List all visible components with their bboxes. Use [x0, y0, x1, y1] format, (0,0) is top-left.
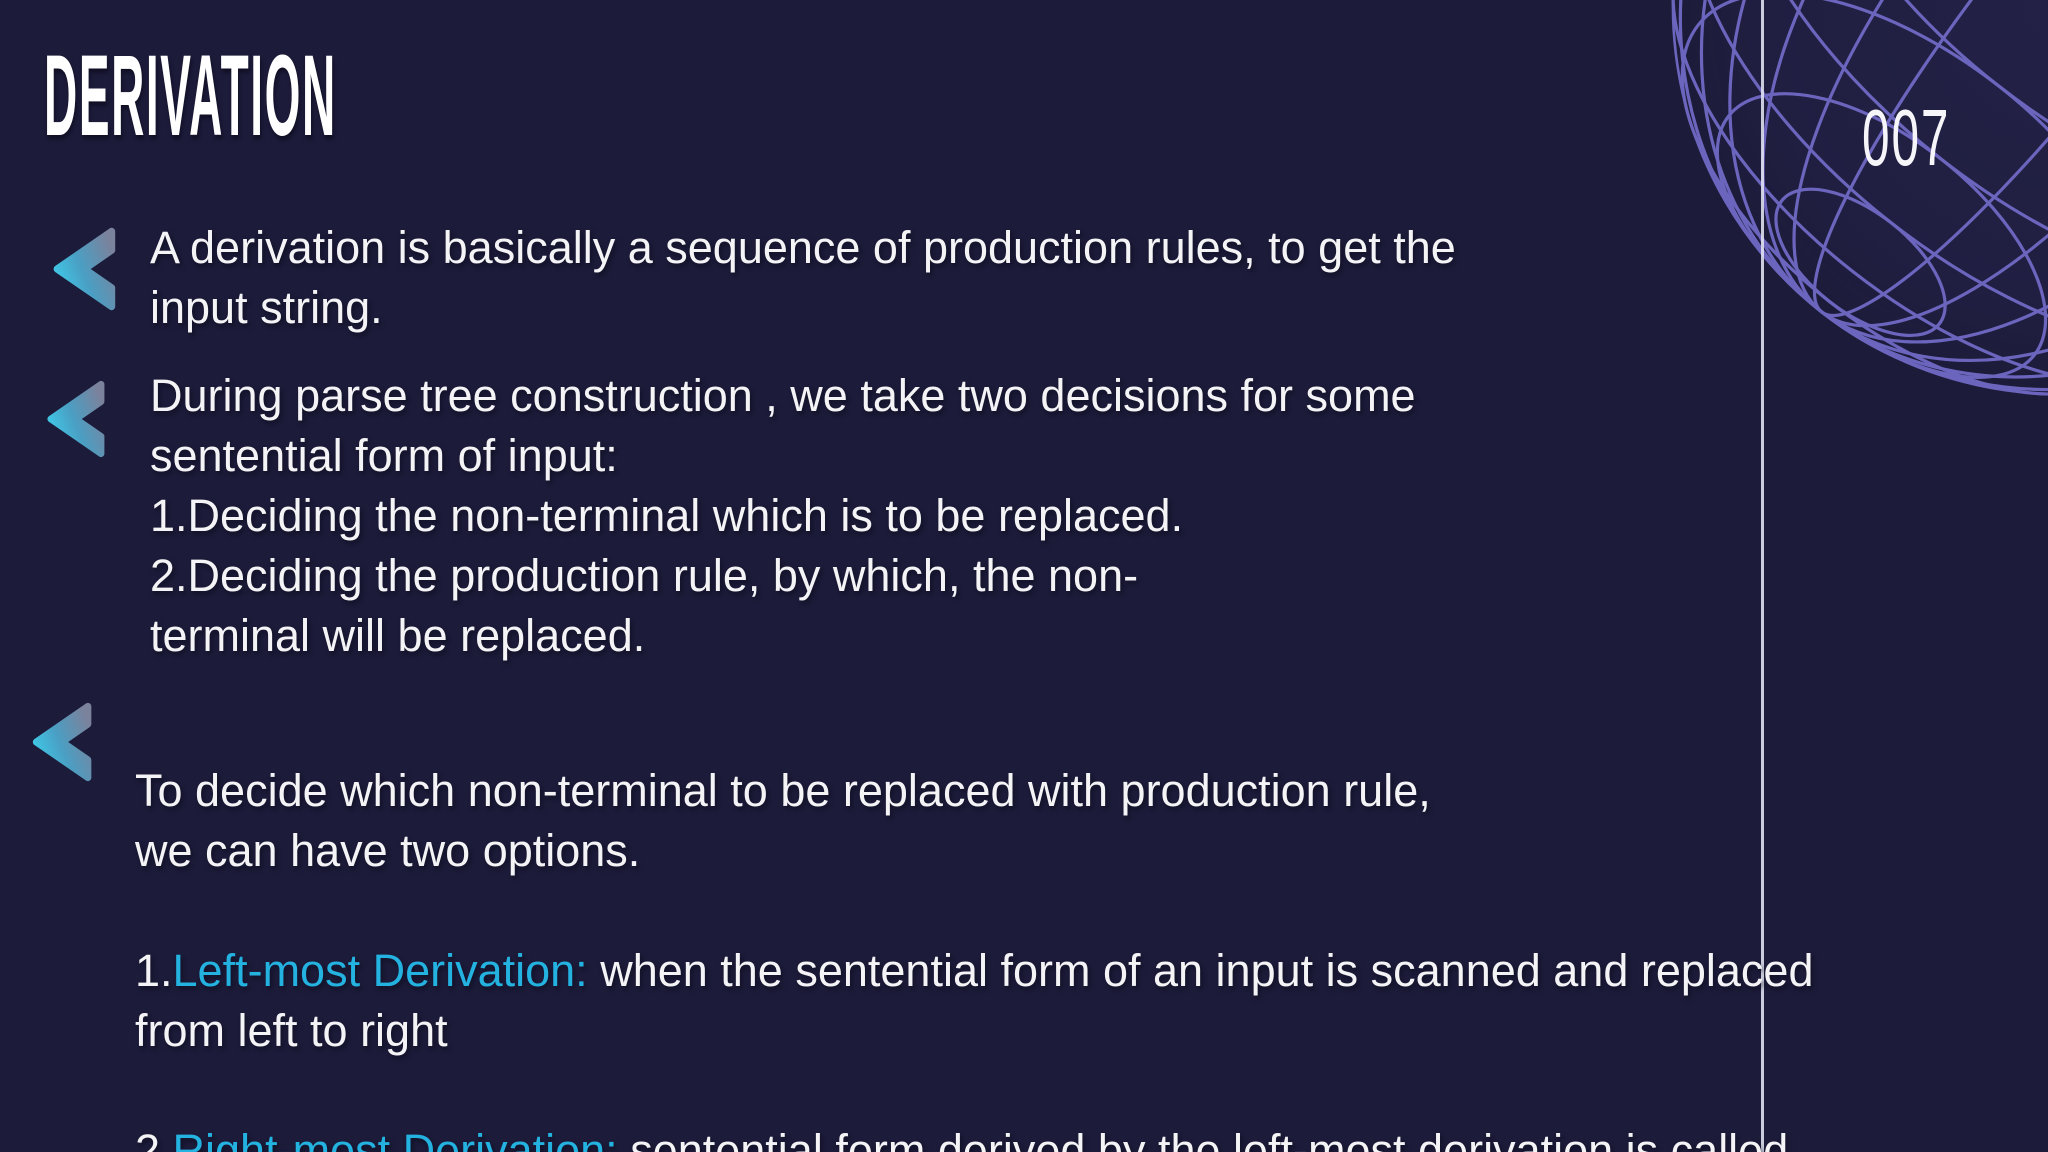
bullet-2-text: During parse tree construction , we take…: [150, 370, 1416, 661]
wireframe-globe-icon: [1671, 0, 2048, 396]
accent-term-rightmost: Right-most Derivation:: [172, 1125, 618, 1152]
bullet-3-item-1: 1.Left-most Derivation: when the sentent…: [135, 941, 1935, 1061]
bullet-3-item-2: 2.Right-most Derivation: sentential form…: [135, 1121, 1935, 1152]
bullet-3-text: To decide which non-terminal to be repla…: [135, 701, 1935, 1152]
chevron-left-icon: [32, 702, 92, 782]
page-title: DERIVATION: [44, 32, 337, 160]
chevron-left-icon: [47, 380, 105, 458]
chevron-left-icon: [53, 227, 116, 311]
item-text: when the sentential form of an input is …: [135, 945, 1814, 1056]
item-number: 1.: [135, 945, 173, 996]
bullet-1-text: A derivation is basically a sequence of …: [150, 222, 1456, 333]
accent-term-leftmost: Left-most Derivation:: [172, 945, 588, 996]
page-number: 007: [1862, 93, 1951, 182]
bullet-3-intro: To decide which non-terminal to be repla…: [135, 765, 1431, 876]
vertical-divider-line: [1761, 0, 1764, 1152]
item-number: 2.: [135, 1125, 173, 1152]
item-text: sentential form derived by the left-most…: [630, 1125, 1789, 1152]
